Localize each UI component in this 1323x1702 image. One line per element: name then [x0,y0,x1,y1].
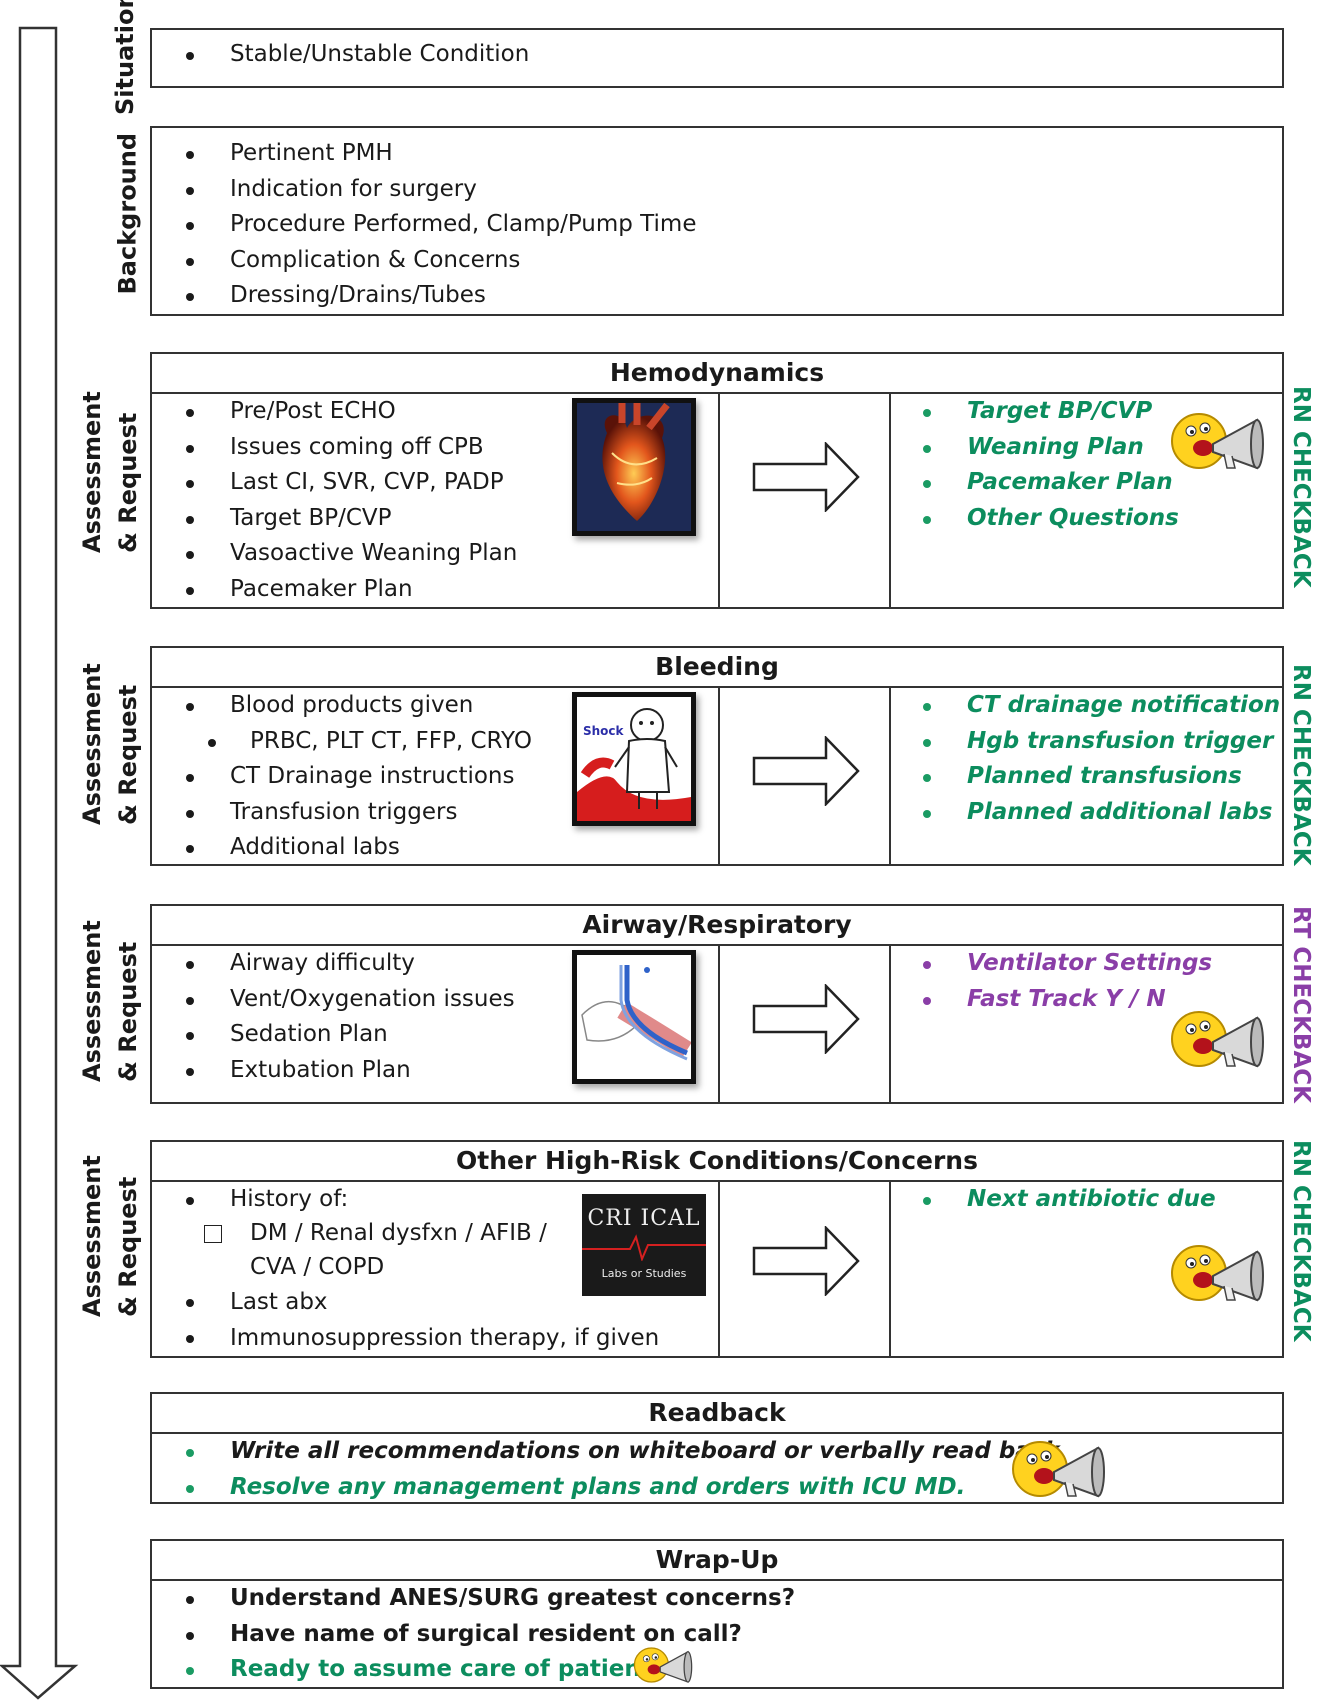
other-check-item: Next antibiotic due [889,1182,1216,1218]
intubation-image [572,950,696,1084]
hemo-item: Pacemaker Plan [152,572,718,608]
hemo-check-item: Pacemaker Plan [889,465,1179,501]
airway-check-item: Ventilator Settings [889,946,1212,982]
airway-item: Vent/Oxygenation issues [152,982,718,1018]
readback-item: Resolve any management plans and orders … [152,1470,1060,1506]
bleed-item: Additional labs [152,830,718,866]
critical-logo-text: CRI ICAL [587,1206,701,1231]
bleed-subitem: PRBC, PLT CT, FFP, CRYO [152,724,718,760]
other-conditions-section: Other High-Risk Conditions/Concerns Hist… [150,1140,1284,1358]
request-label: & Request [114,941,142,1082]
megaphone-smiley-icon [1171,1011,1264,1068]
background-item: Complication & Concerns [152,243,1282,279]
wrapup-item: Have name of surgical resident on call? [152,1617,795,1653]
airway-title: Airway/Respiratory [152,906,1282,946]
situation-box: Stable/Unstable Condition [150,28,1284,88]
shock-image-label: Shock [583,724,625,738]
bleed-item: CT Drainage instructions [152,759,718,795]
checkbox-icon [204,1225,222,1243]
megaphone-smiley-icon [1012,1441,1105,1498]
request-label: & Request [114,1176,142,1317]
bleed-check-item: Planned transfusions [889,759,1280,795]
other-item: Immunosuppression therapy, if given [152,1320,718,1356]
airway-item: Sedation Plan [152,1017,718,1053]
situation-label: Situation [111,0,139,115]
bleed-check-item: Hgb transfusion trigger [889,724,1280,760]
right-arrow-icon [752,442,860,512]
assessment-label: Assessment [78,391,106,553]
background-box: Pertinent PMH Indication for surgery Pro… [150,126,1284,316]
hemo-item: Pre/Post ECHO [152,394,718,430]
background-item: Pertinent PMH [152,136,1282,172]
request-label: & Request [114,684,142,825]
assessment-label: Assessment [78,663,106,825]
bleeding-section: Bleeding Blood products given PRBC, PLT … [150,646,1284,866]
rn-checkback-label: RN CHECKBACK [1288,386,1314,588]
assessment-label: Assessment [78,1155,106,1317]
airway-check-item: Fast Track Y / N [889,982,1212,1018]
hemo-item: Vasoactive Weaning Plan [152,536,718,572]
heart-image [572,398,696,536]
bleed-check-item: Planned additional labs [889,795,1280,831]
background-item: Procedure Performed, Clamp/Pump Time [152,207,1282,243]
other-item: Last abx [152,1284,718,1320]
readback-item: Write all recommendations on whiteboard … [152,1434,1060,1470]
other-item: History of: [152,1182,718,1216]
megaphone-smiley-icon [1171,413,1264,470]
other-item-cont: CVA / COPD [250,1254,385,1280]
megaphone-smiley-icon [633,1647,693,1683]
wrapup-section: Wrap-Up Understand ANES/SURG greatest co… [150,1539,1284,1689]
hemo-item: Issues coming off CPB [152,430,718,466]
background-item: Dressing/Drains/Tubes [152,278,1282,314]
airway-section: Airway/Respiratory Airway difficulty Ven… [150,904,1284,1104]
right-arrow-icon [752,984,860,1054]
right-arrow-icon [752,736,860,806]
assessment-label: Assessment [78,920,106,1082]
situation-item: Stable/Unstable Condition [152,37,1282,73]
shock-image: Shock [572,692,696,826]
hemo-item: Target BP/CVP [152,501,718,537]
request-label: & Request [114,412,142,553]
background-label: Background [113,132,142,295]
hemo-check-item: Other Questions [889,501,1179,537]
critical-logo-subtext: Labs or Studies [601,1267,687,1280]
bleed-item: Blood products given [152,688,718,724]
rt-checkback-label: RT CHECKBACK [1288,906,1314,1103]
readback-title: Readback [152,1394,1282,1434]
other-conditions-title: Other High-Risk Conditions/Concerns [152,1142,1282,1182]
background-item: Indication for surgery [152,172,1282,208]
bleeding-title: Bleeding [152,648,1282,688]
megaphone-smiley-icon [1171,1245,1264,1302]
hemodynamics-section: Hemodynamics Pre/Post ECHO Issues coming… [150,352,1284,609]
wrapup-title: Wrap-Up [152,1541,1282,1581]
airway-item: Airway difficulty [152,946,718,982]
hemo-check-item: Weaning Plan [889,430,1179,466]
hemodynamics-title: Hemodynamics [152,354,1282,394]
wrapup-item: Understand ANES/SURG greatest concerns? [152,1581,795,1617]
readback-section: Readback Write all recommendations on wh… [150,1392,1284,1504]
right-arrow-icon [752,1226,860,1296]
bleed-item: Transfusion triggers [152,795,718,831]
rn-checkback-label: RN CHECKBACK [1288,664,1314,866]
wrapup-item: Ready to assume care of patient? [152,1652,795,1688]
hemo-item: Last CI, SVR, CVP, PADP [152,465,718,501]
rn-checkback-label: RN CHECKBACK [1288,1140,1314,1342]
critical-labs-logo: CRI ICAL Labs or Studies [582,1194,706,1296]
hemo-check-item: Target BP/CVP [889,394,1179,430]
bleed-check-item: CT drainage notification [889,688,1280,724]
flow-down-arrow [0,26,79,1700]
other-checkbox-item: DM / Renal dysfxn / AFIB / [152,1216,718,1250]
airway-item: Extubation Plan [152,1053,718,1089]
